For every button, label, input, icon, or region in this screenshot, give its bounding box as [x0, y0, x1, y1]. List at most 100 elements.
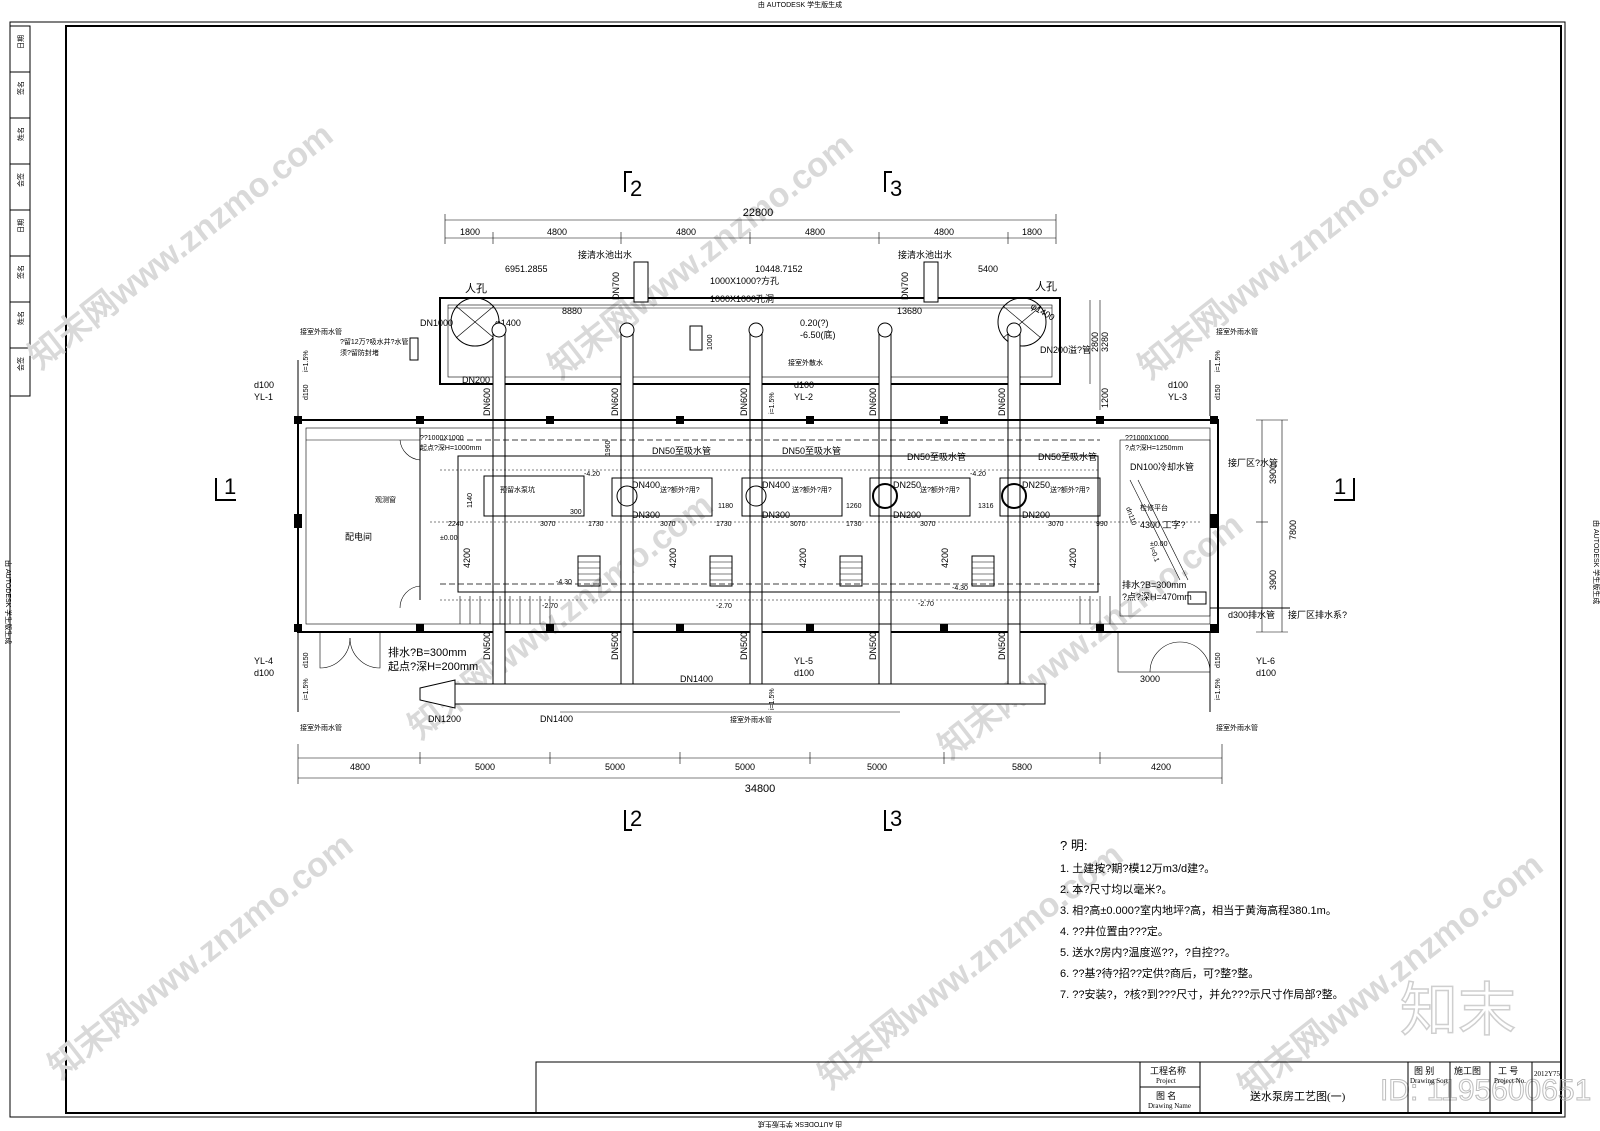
dn50-d: DN50至吸水管: [1038, 451, 1097, 462]
dim-top-3: 4800: [805, 227, 825, 237]
overflow-note: ?留12万?吸水井?水管: [340, 337, 408, 346]
manhole-right: [997, 297, 1047, 347]
d150-tr: d150: [1215, 384, 1222, 400]
drain-trench-b2: 排水?B=300mm: [388, 645, 467, 659]
dim-1260: 1260: [846, 503, 862, 510]
dim-1730-a: 1730: [588, 521, 604, 528]
dim-bottom-6: 4200: [1151, 762, 1171, 772]
el-430-b: -4.30: [952, 585, 968, 592]
dn500-2: DN500: [610, 632, 620, 660]
rain-pipe-bottom: 接室外雨水管: [730, 715, 772, 724]
slope-bl: i=1.5%: [303, 678, 310, 700]
dim-990: 990: [1096, 521, 1108, 528]
plant-drain-label: 接厂区排水系?: [1288, 609, 1347, 620]
year-code: 2012Y75: [1534, 1070, 1561, 1078]
dim-4200-e: 4200: [1068, 548, 1078, 568]
bottom-dimension-chain: 4800 5000 5000 5000 5000 5800 4200 34800: [297, 744, 1223, 795]
dim-3900-bottom: 3900: [1268, 570, 1278, 590]
dim-top-0: 1800: [460, 227, 480, 237]
dim-1180: 1180: [718, 503, 733, 510]
dn110-label: dn110: [1124, 506, 1137, 526]
dim-3070-a: 3070: [540, 521, 556, 528]
dim-7800: 7800: [1288, 520, 1298, 540]
strip-label-4: 日期: [17, 219, 25, 233]
room-corridor: 观测窗: [375, 495, 396, 504]
d100-yl2: d100: [794, 380, 814, 390]
dim-3070-b: 3070: [660, 521, 676, 528]
strip-label-5: 签名: [16, 265, 25, 279]
el-000: ±0.00: [440, 535, 458, 542]
dim-6951: 6951.2855: [505, 264, 548, 274]
platform-elevation: 4300 工字?: [1140, 519, 1186, 530]
dim-1730-c: 1730: [846, 521, 862, 528]
manhole-label-right: 人孔: [1035, 280, 1057, 293]
d100-yl4: d100: [254, 668, 274, 678]
autodesk-banner-top: 由 AUTODESK 学生版生成: [758, 0, 842, 9]
section-1-left: 1: [224, 474, 236, 499]
dim-1730-b: 1730: [716, 521, 732, 528]
dn700-right: DN700: [900, 272, 910, 300]
strip-label-6: 姓名: [16, 311, 25, 325]
slope-tl: i=1.5%: [303, 350, 310, 372]
watermark-text: 知末网www.znzmo.com: [42, 826, 361, 1087]
dn300-b: DN300: [762, 510, 790, 520]
dn200-a: DN200: [893, 510, 921, 520]
section-3-bottom: 3: [890, 806, 902, 831]
strip-label-0: 日期: [17, 35, 25, 49]
note-item-2: 2. 本?尺寸均以毫米?。: [1060, 882, 1172, 896]
dim-4200-d: 4200: [940, 548, 950, 568]
project-en: Project: [1156, 1077, 1176, 1085]
overflow-note-2: 须?留防封堵: [340, 348, 379, 357]
dim-13680: 13680: [897, 306, 922, 316]
category-label: 图 别: [1414, 1066, 1434, 1076]
drawing-name-label: 图 名: [1156, 1090, 1176, 1101]
d150-bl: d150: [303, 652, 310, 668]
el-270-b: -2.70: [716, 603, 732, 610]
d100-yl3: d100: [1168, 380, 1188, 390]
yl5-label: YL-5: [794, 656, 813, 666]
drain-trench-b: 排水?B=300mm: [1122, 579, 1186, 590]
project-no-label: 工 号: [1498, 1066, 1518, 1076]
dim-8880: 8880: [562, 306, 582, 316]
dn500-4: DN500: [868, 632, 878, 660]
el-430: -4.30: [556, 579, 572, 586]
opening-note-1: 1000X1000?方孔: [710, 275, 779, 286]
dim-top-4: 4800: [934, 227, 954, 237]
discharge-pipes: DN500 DN500 DN500 DN500 DN500 DN1400 DN1…: [419, 623, 1046, 724]
dn1400-top: DN1400: [680, 674, 713, 684]
d300-label: d300排水管: [1228, 609, 1275, 620]
dn200-overflow: DN200溢?管: [1040, 344, 1091, 355]
stage-label: 施工图: [1454, 1065, 1481, 1076]
rain-pipe-tl: 接室外雨水管: [300, 327, 342, 336]
slope-br: i=1.5%: [1215, 678, 1222, 700]
notes-title: ? 明:: [1060, 838, 1087, 853]
dim-300: 300: [570, 509, 582, 516]
rain-pipe-tr: 接室外雨水管: [1216, 327, 1258, 336]
note-item-3: 3. 相?高±0.000?室内地坪?高，相当于黄海高程380.1m。: [1060, 903, 1337, 917]
el-270-c: -2.70: [918, 601, 934, 608]
dn700-left: DN700: [611, 272, 621, 300]
el-420-b: -4.20: [970, 471, 986, 478]
project-label: 工程名称: [1150, 1065, 1186, 1076]
manhole-left: [450, 297, 500, 347]
platform-label: 检修平台: [1140, 503, 1168, 512]
level-top: 0.20(?): [800, 318, 829, 328]
dim-bottom-3: 5000: [735, 762, 755, 772]
opening-note-2: 1000X1000孔洞: [710, 294, 774, 304]
yl2-label: YL-2: [794, 392, 813, 402]
dim-bottom-5: 5800: [1012, 762, 1032, 772]
dn600-1: DN600: [482, 388, 492, 416]
id-watermark: ID: 1195600651: [1380, 1074, 1591, 1107]
dim-1316: 1316: [978, 503, 994, 510]
note-item-4: 4. ??井位置由???定。: [1060, 924, 1169, 938]
columns: [294, 416, 1218, 632]
level-bottom: -6.50(底): [800, 329, 836, 340]
note-item-1: 1. 土建按?期?模12万m3/d建?。: [1060, 861, 1215, 875]
dim-10448: 10448.7152: [755, 264, 803, 274]
right-dimension-chain: 3900 3900 7800 3000: [1140, 419, 1298, 684]
header-pipe: [454, 683, 1046, 705]
dim-1200: 1200: [1100, 388, 1110, 408]
dim-total-bottom: 34800: [745, 783, 776, 795]
manhole-label-left: 人孔: [465, 282, 487, 295]
